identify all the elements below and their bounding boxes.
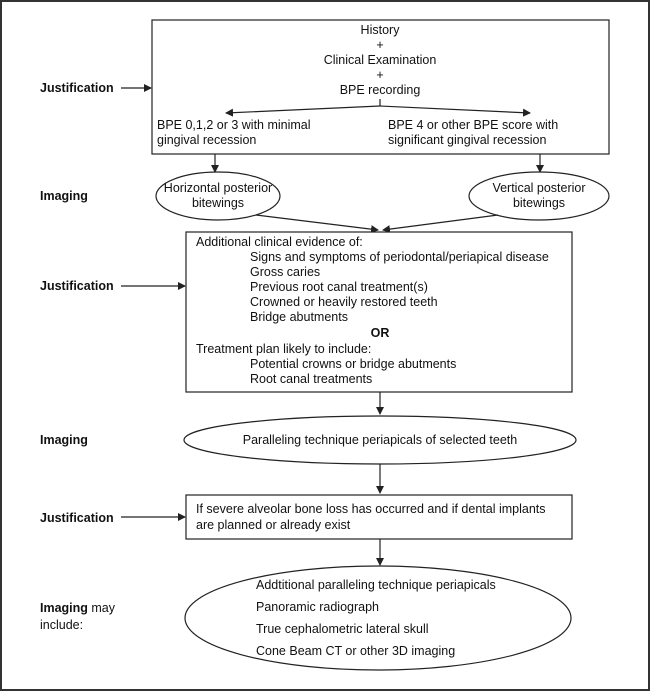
evidence-item: Crowned or heavily restored teeth bbox=[250, 295, 438, 309]
additional-imaging-ellipse bbox=[184, 565, 572, 671]
horizontal-bitewings-ellipse bbox=[155, 171, 281, 221]
bpe-significant-text-1: BPE 4 or other BPE score with bbox=[388, 118, 558, 132]
label-imaging-3-rest: may bbox=[88, 601, 116, 615]
bone-loss-text-1: If severe alveolar bone loss has occurre… bbox=[196, 502, 546, 516]
horizontal-bitewings-text-2: bitewings bbox=[192, 196, 244, 210]
evidence-item: Bridge abutments bbox=[250, 310, 348, 324]
label-imaging-3-line2: include: bbox=[40, 618, 83, 632]
evidence-heading: Additional clinical evidence of: bbox=[196, 235, 363, 249]
evidence-item: Previous root canal treatment(s) bbox=[250, 280, 428, 294]
additional-imaging-item: Addtitional paralleling technique periap… bbox=[256, 578, 496, 592]
label-imaging-3-bold: Imaging bbox=[40, 601, 88, 615]
vertical-bitewings-text-1: Vertical posterior bbox=[492, 181, 585, 195]
bpe-recording-text: BPE recording bbox=[340, 83, 421, 97]
bpe-significant-text-2: significant gingival recession bbox=[388, 133, 546, 147]
treatment-plan-heading: Treatment plan likely to include: bbox=[196, 342, 371, 356]
vertical-bitewings-text-2: bitewings bbox=[513, 196, 565, 210]
bpe-minimal-text-1: BPE 0,1,2 or 3 with minimal bbox=[157, 118, 311, 132]
label-justification-2: Justification bbox=[40, 279, 114, 293]
bpe-minimal-text-2: gingival recession bbox=[157, 133, 256, 147]
plus-2: + bbox=[376, 68, 383, 82]
clinical-exam-text: Clinical Examination bbox=[324, 53, 437, 67]
history-text: History bbox=[361, 23, 401, 37]
vertical-bitewings-ellipse bbox=[468, 171, 610, 221]
bone-loss-box bbox=[185, 494, 573, 540]
additional-imaging-item: Cone Beam CT or other 3D imaging bbox=[256, 644, 455, 658]
horizontal-bitewings-text-1: Horizontal posterior bbox=[164, 181, 272, 195]
evidence-item: Signs and symptoms of periodontal/periap… bbox=[250, 250, 549, 264]
arrow-horizontal-to-evidence bbox=[255, 214, 379, 234]
label-imaging-3: Imaging may bbox=[40, 601, 116, 615]
periapicals-text: Paralleling technique periapicals of sel… bbox=[243, 433, 518, 447]
label-justification-1: Justification bbox=[40, 81, 114, 95]
arrow-vertical-to-evidence bbox=[382, 214, 499, 234]
label-justification-3: Justification bbox=[40, 511, 114, 525]
label-imaging-2: Imaging bbox=[40, 433, 88, 447]
history-box bbox=[151, 19, 610, 155]
bone-loss-text-2: are planned or already exist bbox=[196, 518, 351, 532]
additional-imaging-item: Panoramic radiograph bbox=[256, 600, 379, 614]
or-label: OR bbox=[371, 326, 390, 340]
clinical-evidence-box bbox=[185, 231, 573, 393]
treatment-plan-item: Potential crowns or bridge abutments bbox=[250, 357, 456, 371]
additional-imaging-item: True cephalometric lateral skull bbox=[256, 622, 429, 636]
split-arrow-right bbox=[379, 105, 531, 117]
evidence-item: Gross caries bbox=[250, 265, 320, 279]
plus-1: + bbox=[376, 38, 383, 52]
split-arrow-left bbox=[225, 105, 381, 117]
label-imaging-1: Imaging bbox=[40, 189, 88, 203]
treatment-plan-item: Root canal treatments bbox=[250, 372, 372, 386]
